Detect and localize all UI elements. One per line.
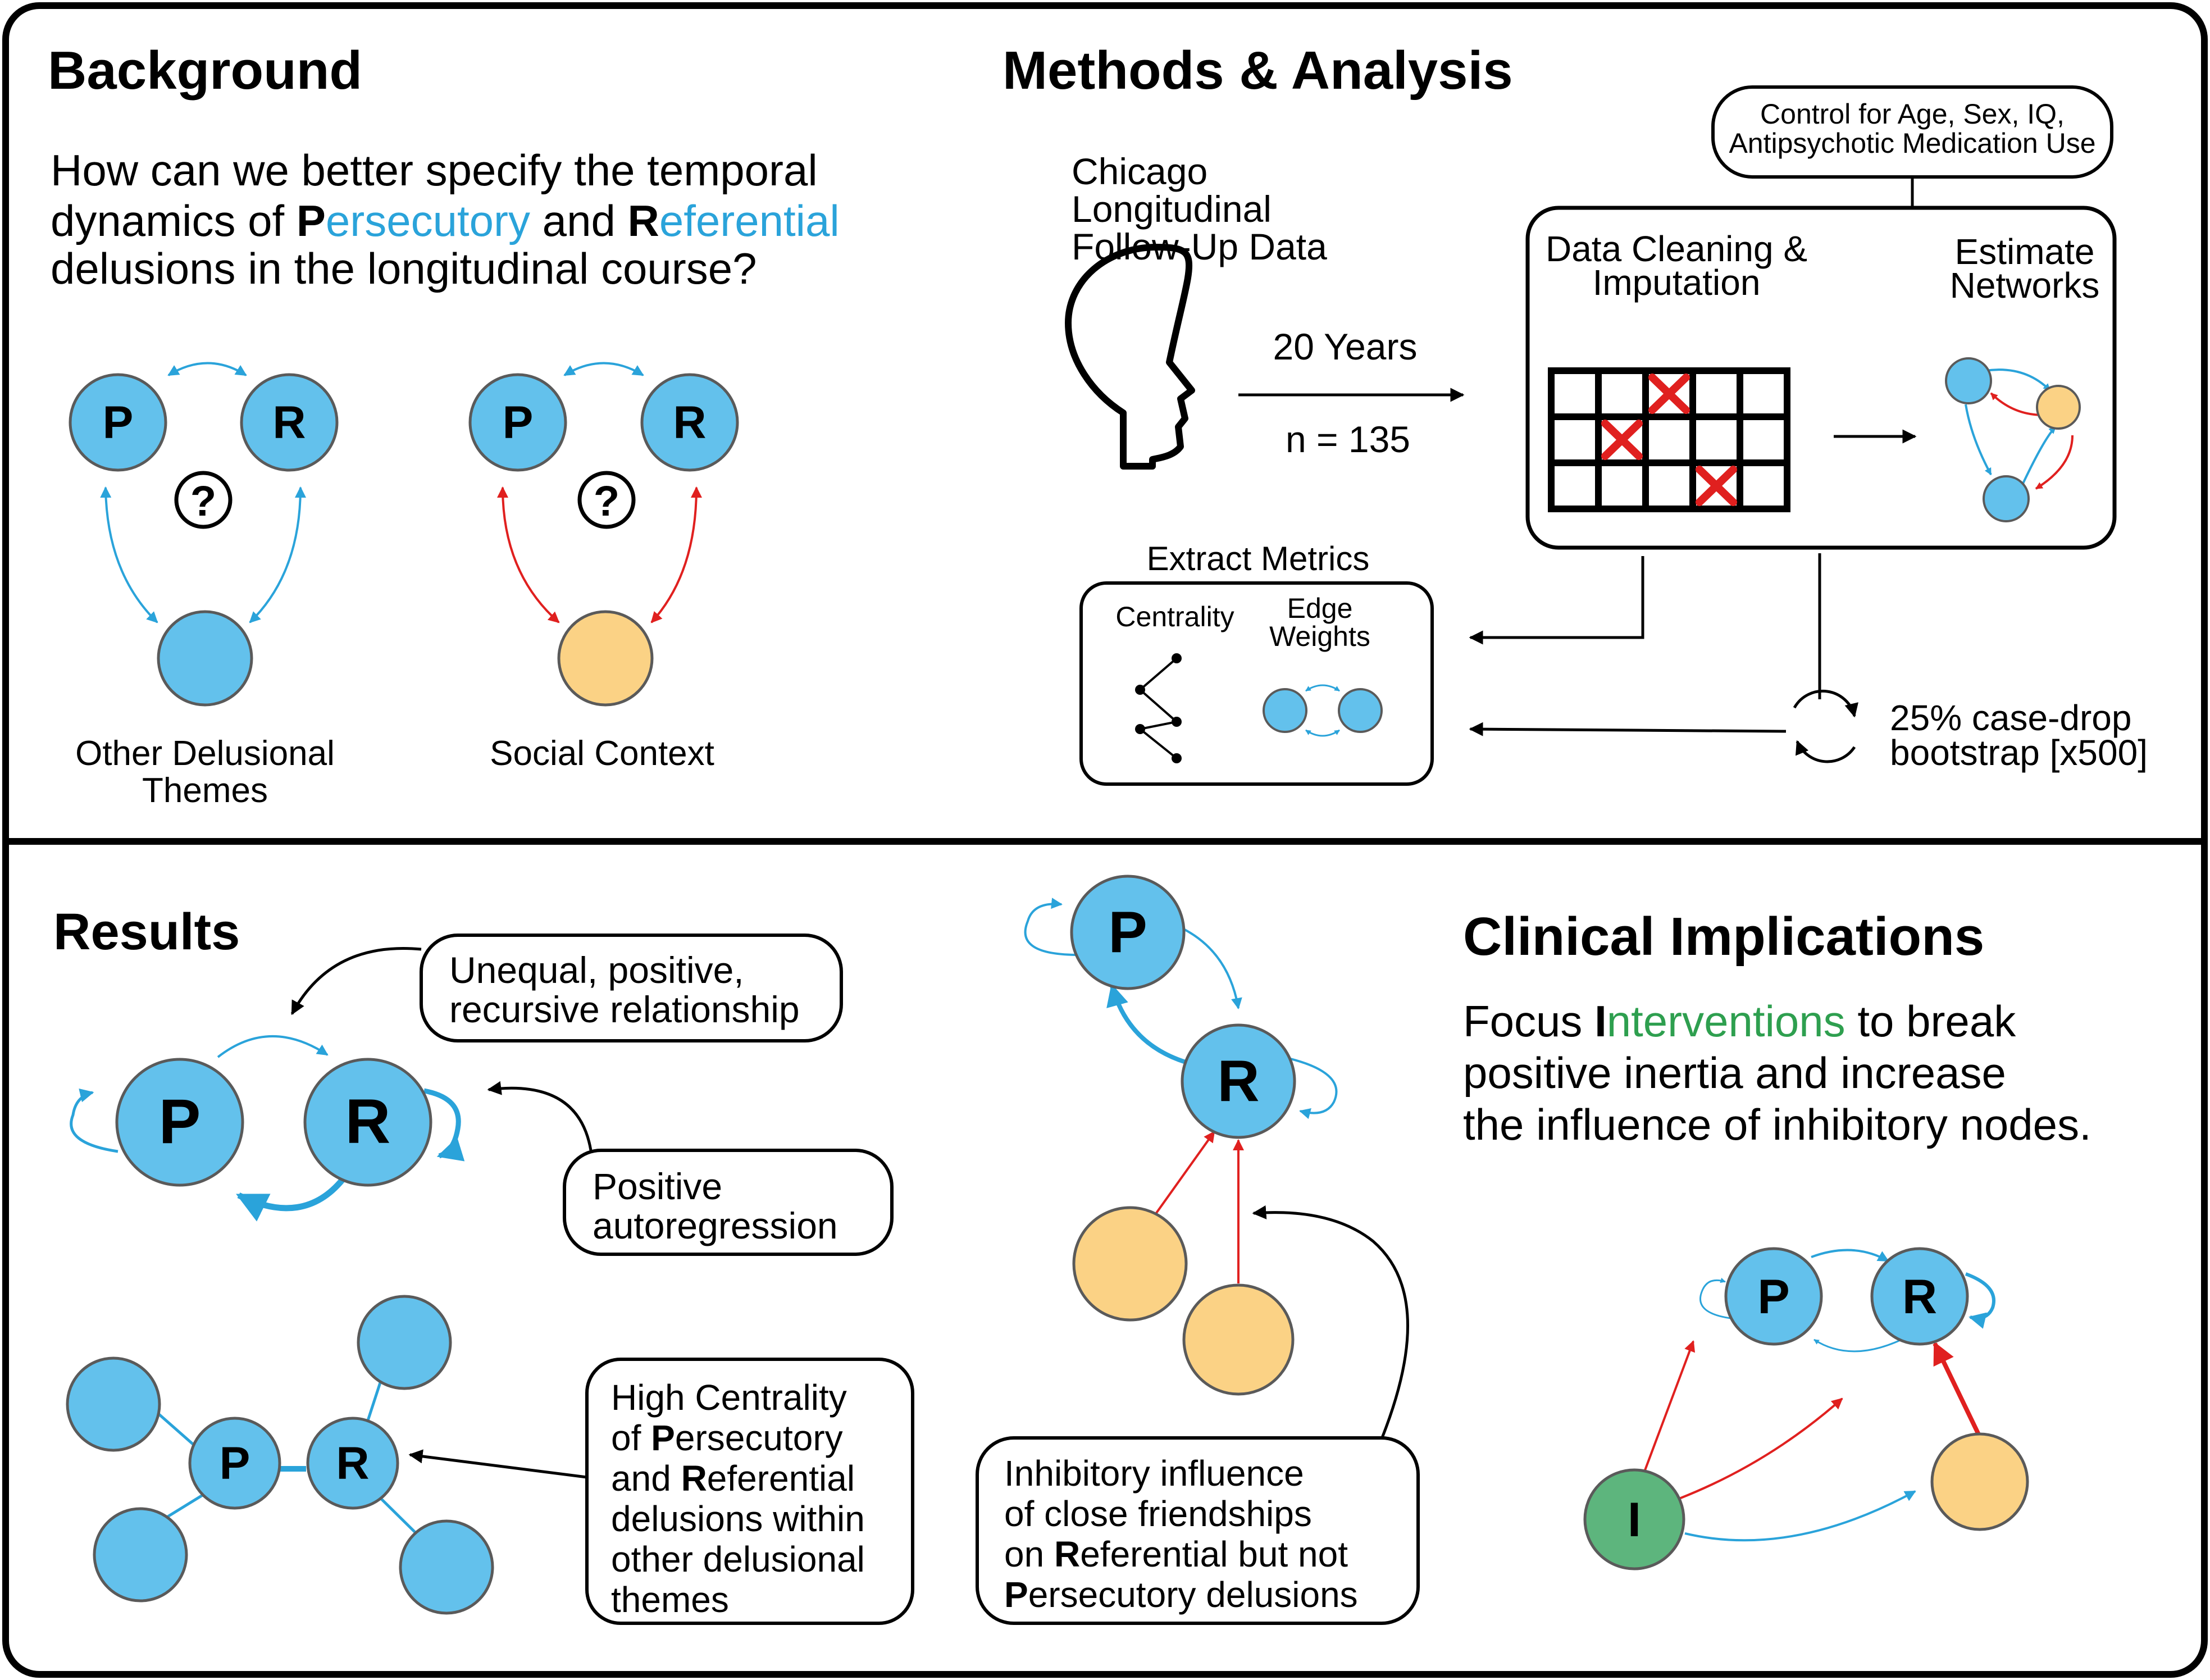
extract-metrics-label: Extract Metrics bbox=[1147, 540, 1370, 577]
results-pr-network: P R bbox=[70, 1035, 465, 1222]
callout-unequal-line1: Unequal, positive, bbox=[449, 949, 744, 991]
estimate-label-line2: Networks bbox=[1950, 265, 2100, 306]
edge-p-social bbox=[497, 486, 560, 623]
intervention-node-r-label: R bbox=[1902, 1270, 1937, 1324]
label-other-themes-line2: Themes bbox=[142, 771, 268, 810]
node-p-label: P bbox=[103, 397, 134, 448]
analysis-to-metrics-arrow bbox=[1469, 556, 1644, 645]
node-r bbox=[240, 373, 339, 472]
intervention-network: P R I bbox=[1583, 1247, 2029, 1570]
background-question-line2: dynamics of Persecutory and Referential bbox=[51, 196, 840, 245]
label-social-context: Social Context bbox=[490, 734, 714, 773]
metrics-box bbox=[1079, 581, 1434, 786]
question-mark-label: ? bbox=[594, 477, 619, 525]
question-mark-label: ? bbox=[190, 477, 216, 525]
callout-friendship bbox=[976, 1436, 1420, 1625]
callout-autoregression bbox=[563, 1149, 894, 1256]
background-diagram-other-themes: P R ? bbox=[69, 362, 339, 707]
years-label: 20 Years bbox=[1273, 326, 1418, 367]
edge-weights-icon bbox=[1263, 684, 1383, 737]
friendship-network: P R bbox=[1024, 875, 1338, 1396]
callout-centrality bbox=[585, 1358, 914, 1625]
centrality-label: Centrality bbox=[1115, 601, 1234, 632]
cleaning-label-line2: Imputation bbox=[1593, 262, 1761, 303]
control-line1: Control for Age, Sex, IQ, bbox=[1760, 98, 2065, 130]
callout-unequal-pointer bbox=[290, 946, 422, 1016]
friendship-node-r-label: R bbox=[1217, 1049, 1259, 1114]
results-heading: Results bbox=[53, 903, 240, 960]
background-question-line3: delusions in the longitudinal course? bbox=[51, 244, 757, 293]
head-profile-icon bbox=[1065, 244, 1195, 470]
callout-centrality-line1: High Centrality bbox=[611, 1377, 847, 1418]
callout-centrality-pointer bbox=[408, 1449, 587, 1479]
callout-centrality-line3: and Referential bbox=[611, 1458, 855, 1499]
edge-p-r bbox=[563, 362, 644, 376]
cleaning-label-line1: Data Cleaning & bbox=[1546, 229, 1807, 269]
callout-autoregression-pointer bbox=[487, 1081, 593, 1151]
edge-p-other bbox=[100, 486, 158, 623]
implications-line3: the influence of inhibitory nodes. bbox=[1463, 1100, 2091, 1149]
background-diagram-social: P R ? bbox=[468, 362, 739, 707]
bootstrap-cycle-icon bbox=[1793, 689, 1858, 763]
callout-friendship-line3: on Referential but not bbox=[1004, 1534, 1348, 1574]
bootstrap-line1: 25% case-drop bbox=[1890, 698, 2131, 738]
callout-unequal-line2: recursive relationship bbox=[449, 989, 800, 1030]
centrality-node-p-label: P bbox=[220, 1438, 250, 1489]
control-line2: Antipsychotic Medication Use bbox=[1729, 128, 2095, 159]
missing-data-cross-icon bbox=[1601, 374, 1737, 506]
callout-friendship-line4: Persecutory delusions bbox=[1004, 1574, 1358, 1615]
methods-heading: Methods & Analysis bbox=[1003, 40, 1513, 101]
estimated-network-mini bbox=[1945, 357, 2081, 522]
question-mark-icon bbox=[577, 471, 636, 529]
node-p-label: P bbox=[503, 397, 534, 448]
callout-friendship-line1: Inhibitory influence bbox=[1004, 1453, 1304, 1494]
intervention-node-p-label: P bbox=[1757, 1270, 1789, 1324]
callout-autoregression-line1: Positive bbox=[593, 1165, 722, 1207]
intervention-node-i-label: I bbox=[1628, 1493, 1641, 1547]
bootstrap-line2: bootstrap [x500] bbox=[1890, 732, 2148, 773]
question-mark-icon bbox=[174, 471, 233, 529]
node-other-themes bbox=[157, 610, 253, 707]
implications-heading: Clinical Implications bbox=[1463, 907, 1984, 967]
background-question-line1: How can we better specify the temporal bbox=[51, 145, 818, 195]
edge-r-other bbox=[249, 486, 306, 623]
results-node-r-label: R bbox=[345, 1086, 391, 1157]
node-p bbox=[69, 373, 167, 472]
centrality-node-r-label: R bbox=[336, 1438, 369, 1489]
centrality-icon bbox=[1135, 653, 1182, 763]
node-social-context bbox=[557, 610, 654, 707]
data-source-line1: Chicago bbox=[1072, 151, 1207, 192]
results-centrality-network: P R bbox=[66, 1295, 494, 1615]
callout-centrality-line5: other delusional bbox=[611, 1539, 865, 1579]
callout-unequal bbox=[420, 934, 843, 1042]
results-node-p-label: P bbox=[159, 1086, 201, 1157]
background-heading: Background bbox=[48, 40, 362, 101]
sample-size-label: n = 135 bbox=[1286, 418, 1410, 460]
callout-centrality-line4: delusions within bbox=[611, 1499, 865, 1539]
edge-r-social bbox=[650, 486, 702, 623]
callout-friendship-pointer bbox=[1252, 1205, 1409, 1440]
callout-centrality-line2: of Persecutory bbox=[611, 1418, 843, 1458]
edge-weights-line1: Edge bbox=[1287, 593, 1353, 624]
estimate-label-line1: Estimate bbox=[1955, 231, 2095, 272]
node-p bbox=[468, 373, 567, 472]
data-source-line2: Longitudinal bbox=[1072, 188, 1272, 230]
data-grid bbox=[1548, 367, 1790, 512]
node-r-label: R bbox=[272, 397, 306, 448]
callout-centrality-line6: themes bbox=[611, 1579, 729, 1620]
node-r bbox=[640, 373, 739, 472]
implications-line1: Focus Interventions to break bbox=[1463, 996, 2016, 1046]
callout-autoregression-line2: autoregression bbox=[593, 1205, 838, 1246]
edge-p-r bbox=[167, 362, 247, 376]
bootstrap-to-metrics-arrow bbox=[1469, 722, 1787, 736]
label-other-themes-line1: Other Delusional bbox=[75, 734, 335, 773]
callout-friendship-line2: of close friendships bbox=[1004, 1494, 1312, 1534]
implications-line2: positive inertia and increase bbox=[1463, 1048, 2006, 1098]
data-source-line3: Follow-Up Data bbox=[1072, 226, 1327, 267]
friendship-node-p-label: P bbox=[1108, 900, 1147, 965]
node-r-label: R bbox=[673, 397, 706, 448]
edge-weights-line2: Weights bbox=[1269, 621, 1370, 652]
